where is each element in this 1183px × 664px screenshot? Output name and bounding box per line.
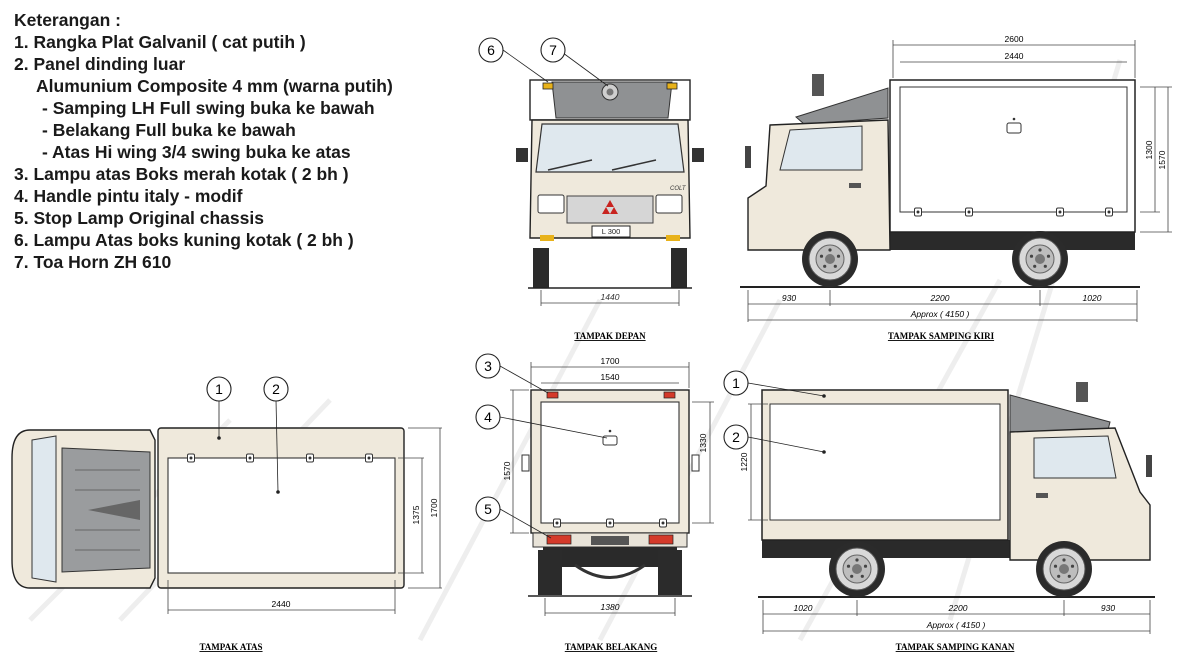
dim-front-overhang-right: 930	[1101, 603, 1115, 613]
dim-total-left: Approx ( 4150 )	[910, 309, 970, 319]
callout-6-label: 6	[487, 42, 495, 58]
dim-rear-outer-width: 1700	[601, 356, 620, 366]
roof-fairing-right	[1009, 394, 1111, 433]
callout-6	[478, 37, 504, 63]
callout-2-right	[723, 424, 749, 450]
legend-item: 6. Lampu Atas boks kuning kotak ( 2 bh )	[14, 230, 354, 250]
legend-item: - Belakang Full buka ke bawah	[42, 120, 296, 140]
legend-item: 5. Stop Lamp Original chassis	[14, 208, 264, 228]
dim-overall-height-left: 1570	[1157, 150, 1167, 169]
grille	[566, 195, 654, 224]
front-wheel-right	[671, 248, 687, 288]
front-view: COLT L 300 1440 6 7 TAMPAK DEPAN	[478, 37, 704, 341]
callout-3	[475, 353, 501, 379]
legend-item: 4. Handle pintu italy - modif	[14, 186, 243, 206]
plate-text: L 300	[602, 227, 621, 236]
dim-rear-overhang-left: 1020	[1083, 293, 1102, 303]
legend-item: - Samping LH Full swing buka ke bawah	[42, 98, 375, 118]
roof-fairing-left	[795, 87, 889, 125]
callout-4-label: 4	[484, 409, 492, 425]
callout-1-top-label: 1	[215, 381, 223, 397]
red-lamp	[663, 391, 676, 399]
legend-item: Alumunium Composite 4 mm (warna putih)	[36, 76, 393, 96]
legend-item: 2. Panel dinding luar	[14, 54, 186, 74]
right-side-view: 1220 1020 2200 930 Approx ( 4150 ) 1 2 T…	[723, 370, 1155, 652]
left-side-view: 2600 2440 1300 1570 930 2200 1020 Approx…	[740, 34, 1172, 341]
dim-top-inner-width: 1375	[411, 505, 421, 524]
number-plate	[591, 225, 631, 238]
caption-top: TAMPAK ATAS	[199, 642, 262, 652]
front-wheel-left	[533, 248, 549, 288]
callout-3-label: 3	[484, 358, 492, 374]
dim-box-height-left: 1300	[1144, 140, 1154, 159]
rear-view: 1700 1540 1330 1570 1380 3 4 5 TAMPAK BE…	[475, 353, 714, 652]
stop-lamp	[546, 534, 572, 545]
dim-rear-track: 1380	[601, 602, 620, 612]
stop-lamp	[648, 534, 674, 545]
callout-2-right-label: 2	[732, 429, 740, 445]
dim-box-inner: 2440	[1005, 51, 1024, 61]
callout-1-right	[723, 370, 749, 396]
dim-rear-box-height: 1330	[698, 433, 708, 452]
top-view: 1 2 2440 1375 1700 TAMPAK ATAS	[11, 376, 442, 652]
callout-4	[475, 404, 501, 430]
legend-title: Keterangan :	[14, 10, 121, 30]
dim-box-overall: 2600	[1005, 34, 1024, 44]
rear-wheel-right	[658, 550, 682, 595]
legend-item: 3. Lampu atas Boks merah kotak ( 2 bh )	[14, 164, 349, 184]
dim-top-outer-width: 1700	[429, 498, 439, 517]
amber-lamp	[542, 82, 554, 90]
callout-7-label: 7	[549, 42, 557, 58]
callout-2-top	[263, 376, 289, 402]
red-lamp	[546, 391, 559, 399]
caption-rear: TAMPAK BELAKANG	[565, 642, 657, 652]
dim-right-box-height: 1220	[739, 452, 749, 471]
legend-list: Keterangan : 1. Rangka Plat Galvanil ( c…	[14, 9, 393, 273]
dim-rear-overhang-right: 1020	[794, 603, 813, 613]
dim-wheelbase-right: 2200	[948, 603, 968, 613]
dim-wheelbase-left: 2200	[930, 293, 950, 303]
left-window	[779, 125, 863, 171]
right-window	[1033, 435, 1117, 479]
mitsubishi-logo	[602, 200, 618, 214]
dim-total-right: Approx ( 4150 )	[926, 620, 986, 630]
dim-front-overhang-left: 930	[782, 293, 796, 303]
caption-left: TAMPAK SAMPING KIRI	[888, 331, 995, 341]
windshield	[535, 123, 685, 173]
caption-right: TAMPAK SAMPING KANAN	[896, 642, 1015, 652]
legend-item: 1. Rangka Plat Galvanil ( cat putih )	[14, 32, 306, 52]
dim-rear-inner-width: 1540	[601, 372, 620, 382]
caption-front: TAMPAK DEPAN	[574, 331, 646, 341]
brand-badge: COLT	[670, 186, 687, 192]
callout-5	[475, 496, 501, 522]
legend-item: 7. Toa Horn ZH 610	[14, 252, 172, 272]
amber-lamp	[666, 82, 678, 90]
rear-wheel-left	[538, 550, 562, 595]
dim-front-track: 1440	[601, 292, 620, 302]
callout-7	[540, 37, 566, 63]
legend-item: - Atas Hi wing 3/4 swing buka ke atas	[42, 142, 351, 162]
callout-2-top-label: 2	[272, 381, 280, 397]
callout-1-top	[206, 376, 232, 402]
callout-5-label: 5	[484, 501, 492, 517]
callout-1-right-label: 1	[732, 375, 740, 391]
dim-rear-overall-height: 1570	[502, 461, 512, 480]
dim-top-length: 2440	[272, 599, 291, 609]
